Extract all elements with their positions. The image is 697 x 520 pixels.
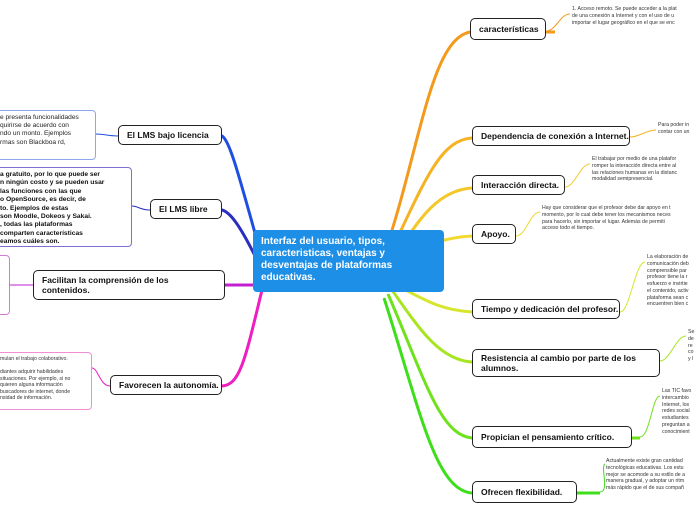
- branch-connector-resistencia: [390, 289, 660, 364]
- node-dependencia-conexion[interactable]: Dependencia de conexión a Internet.: [472, 126, 630, 146]
- central-topic[interactable]: Interfaz del usuario, tipos, caracterist…: [253, 230, 444, 292]
- node-favorecen-autonomia[interactable]: Favorecen la autonomía.: [110, 375, 222, 395]
- note-autonomia: mulan el trabajo colaborativo. diantes a…: [0, 352, 92, 410]
- note-caracteristicas: 1. Acceso remoto. Se puede acceder a la …: [572, 6, 677, 26]
- note-leader-lms-libre: [131, 205, 151, 211]
- node-caracteristicas[interactable]: características: [470, 18, 546, 40]
- node-tiempo-dedicacion[interactable]: Tiempo y dedicación del profesor.: [472, 299, 620, 319]
- note-leader-pensamiento: [639, 395, 661, 438]
- note-leader-autonomia: [91, 367, 111, 387]
- note-leader-dependencia: [629, 129, 657, 138]
- node-lms-licencia[interactable]: El LMS bajo licencia: [118, 125, 222, 145]
- branch-connector-lms-licencia: [118, 134, 264, 259]
- note-leader-flexibilidad: [599, 463, 606, 493]
- note-leader-lms-licencia: [95, 133, 119, 137]
- note-apoyo: Hay que considerar que el profesor debe …: [542, 205, 671, 232]
- note-lms-licencia: e presenta funcionalidades quirirse de a…: [0, 110, 96, 160]
- note-dependencia: Para poder in contar con un: [658, 122, 690, 135]
- node-lms-libre[interactable]: El LMS libre: [150, 199, 222, 219]
- note-resistencia: Se de re co y l: [688, 329, 695, 362]
- note-flexibilidad: Actualmente existe gran cantidad tecnoló…: [606, 458, 686, 491]
- node-ofrecen-flexibilidad[interactable]: Ofrecen flexibilidad.: [472, 481, 577, 503]
- note-facilitan: [0, 255, 10, 315]
- node-facilitan-comprension[interactable]: Facilitan la comprensión de los contenid…: [33, 270, 225, 300]
- note-leader-resistencia: [659, 335, 687, 362]
- note-tiempo: La elaboración de comunicación deb compr…: [647, 254, 689, 308]
- branch-connector-lms-libre: [150, 208, 260, 263]
- node-pensamiento-critico[interactable]: Propician el pensamiento crítico.: [472, 426, 632, 448]
- note-leader-apoyo: [515, 211, 541, 237]
- note-lms-libre: a gratuito, por lo que puede ser n ningú…: [0, 167, 132, 247]
- note-interaccion: El trabajar por medio de una platafor ro…: [592, 156, 678, 183]
- note-leader-tiempo: [619, 261, 646, 313]
- branch-connector-pensamiento: [386, 293, 640, 440]
- node-apoyo[interactable]: Apoyo.: [472, 224, 516, 244]
- node-resistencia-cambio[interactable]: Resistencia al cambio por parte de los a…: [472, 349, 660, 377]
- branch-connector-flexibilidad: [382, 297, 600, 495]
- node-interaccion-directa[interactable]: Interacción directa.: [472, 175, 565, 195]
- note-leader-caracteristicas: [545, 13, 571, 32]
- note-pensamiento: Las TIC favo intercambio Internet, los r…: [662, 388, 692, 435]
- branch-connector-caracteristicas: [382, 30, 555, 256]
- branch-connector-autonomia: [110, 289, 264, 388]
- note-leader-interaccion: [564, 163, 591, 188]
